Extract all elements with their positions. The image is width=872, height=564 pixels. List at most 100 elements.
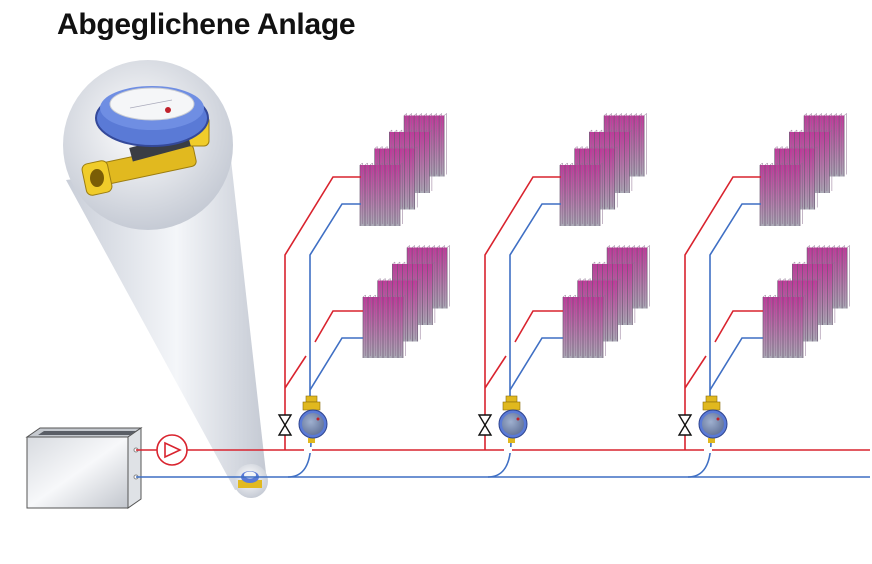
radiator-fin-edge xyxy=(769,162,773,224)
return-connection xyxy=(687,439,712,478)
radiator-fin-edge xyxy=(624,129,628,191)
radiator-fin-edge xyxy=(433,112,437,175)
radiator xyxy=(759,162,803,226)
radiator-fin-edge xyxy=(779,162,783,224)
radiator-fin-edge xyxy=(636,244,640,307)
radiator-fin-edge xyxy=(384,162,388,224)
return-connection xyxy=(287,439,312,478)
radiator-fin-edge xyxy=(419,129,423,191)
radiator-fin-edge xyxy=(387,294,391,356)
valve-indicator xyxy=(516,417,520,421)
radiator-fin-edge xyxy=(377,294,381,356)
radiator-fin-edge xyxy=(427,261,431,323)
radiator-fin-edge xyxy=(604,145,608,208)
radiator-fin-edge xyxy=(431,244,435,307)
radiator-fin-edge xyxy=(582,294,586,356)
valve-brass-top xyxy=(305,395,318,403)
radiator-fin-edge xyxy=(633,112,637,175)
radiator-fin-edge xyxy=(807,277,811,340)
radiator-fin-edge xyxy=(559,162,563,224)
supply-riser xyxy=(684,176,761,450)
return-connection xyxy=(487,439,512,478)
radiator-fin-edge xyxy=(817,261,821,323)
radiator-fin-edge xyxy=(804,145,808,208)
valve-brass-top xyxy=(505,395,518,403)
radiator-fin-edge xyxy=(599,162,603,224)
radiator-fin-edge xyxy=(638,112,642,175)
return-riser xyxy=(509,203,561,398)
branch-2 xyxy=(477,112,650,478)
radiator-fin-edge xyxy=(627,261,631,323)
radiator-fin-edge xyxy=(799,162,803,224)
pipe-crossing xyxy=(704,447,712,453)
radiator-fin-edge xyxy=(792,294,796,356)
radiator-fin-edge xyxy=(797,294,801,356)
radiator-fin-edge xyxy=(832,261,836,323)
radiator-fin-edge xyxy=(369,162,373,224)
radiator-fin-edge xyxy=(569,162,573,224)
radiator-fin-edge xyxy=(833,112,837,175)
radiator-fin-edge xyxy=(824,129,828,191)
radiator-fin-edge xyxy=(799,145,803,208)
radiator-fin-edge xyxy=(443,112,447,175)
radiator-fin-edge xyxy=(367,294,371,356)
balancing-valve-icon xyxy=(298,395,328,443)
valve-dial xyxy=(302,413,324,435)
supply-branch xyxy=(684,355,707,389)
radiator-fin-edge xyxy=(814,129,818,191)
radiator-fin-edge xyxy=(389,162,393,224)
radiator-fin-edge xyxy=(762,294,766,356)
valve-dial xyxy=(502,413,524,435)
radiator-fin-edge xyxy=(831,244,835,307)
radiator-fin-edge xyxy=(612,277,616,340)
radiator-fin-edge xyxy=(584,162,588,224)
radiator-fin-edge xyxy=(417,261,421,323)
radiator-fin-edge xyxy=(602,294,606,356)
flow-meter-detail-icon xyxy=(81,86,210,196)
supply-riser xyxy=(284,176,361,450)
radiator-fin-edge xyxy=(772,294,776,356)
radiator-fin-edge xyxy=(812,277,816,340)
radiator-fin-edge xyxy=(574,162,578,224)
valve-brass-bottom xyxy=(308,438,315,443)
radiator-fin-edge xyxy=(429,129,433,191)
radiator-fin-edge xyxy=(362,294,366,356)
radiator-fin-edge xyxy=(764,162,768,224)
pipe-crossing xyxy=(504,447,512,453)
radiator-fin-edge xyxy=(438,112,442,175)
balancing-valve-icon xyxy=(498,395,528,443)
radiator xyxy=(562,294,606,358)
radiator-fin-edge xyxy=(819,129,823,191)
radiator-fin-edge xyxy=(767,294,771,356)
radiator-fin-edge xyxy=(828,112,832,175)
return-riser xyxy=(309,203,361,398)
radiator-fin-edge xyxy=(614,129,618,191)
radiator-fin-edge xyxy=(784,162,788,224)
radiator-fin-edge xyxy=(372,294,376,356)
radiator-fin-edge xyxy=(572,294,576,356)
radiator-fin-edge xyxy=(822,261,826,323)
radiator-fin-edge xyxy=(589,162,593,224)
valve-brass-body xyxy=(302,401,321,411)
return-branch xyxy=(709,337,763,391)
radiator-fin-edge xyxy=(359,162,363,224)
radiator-fin-edge xyxy=(607,277,611,340)
balancing-valve-icon xyxy=(698,395,728,443)
radiator-fin-edge xyxy=(809,145,813,208)
radiator-fin-edge xyxy=(436,244,440,307)
radiator-fin-edge xyxy=(587,294,591,356)
radiator-fin-edge xyxy=(399,145,403,208)
branch-1 xyxy=(277,112,450,478)
page-title: Abgeglichene Anlage xyxy=(57,8,356,41)
radiator-fin-edge xyxy=(392,294,396,356)
radiator-fin-edge xyxy=(836,244,840,307)
valve-brass-body xyxy=(702,401,721,411)
radiator-fin-edge xyxy=(843,112,847,175)
radiator-fin-edge xyxy=(782,294,786,356)
radiator-fin-edge xyxy=(614,145,618,208)
radiator-fin-edge xyxy=(602,277,606,340)
return-riser xyxy=(709,203,761,398)
radiator-fin-edge xyxy=(374,162,378,224)
radiator-fin-edge xyxy=(617,261,621,323)
